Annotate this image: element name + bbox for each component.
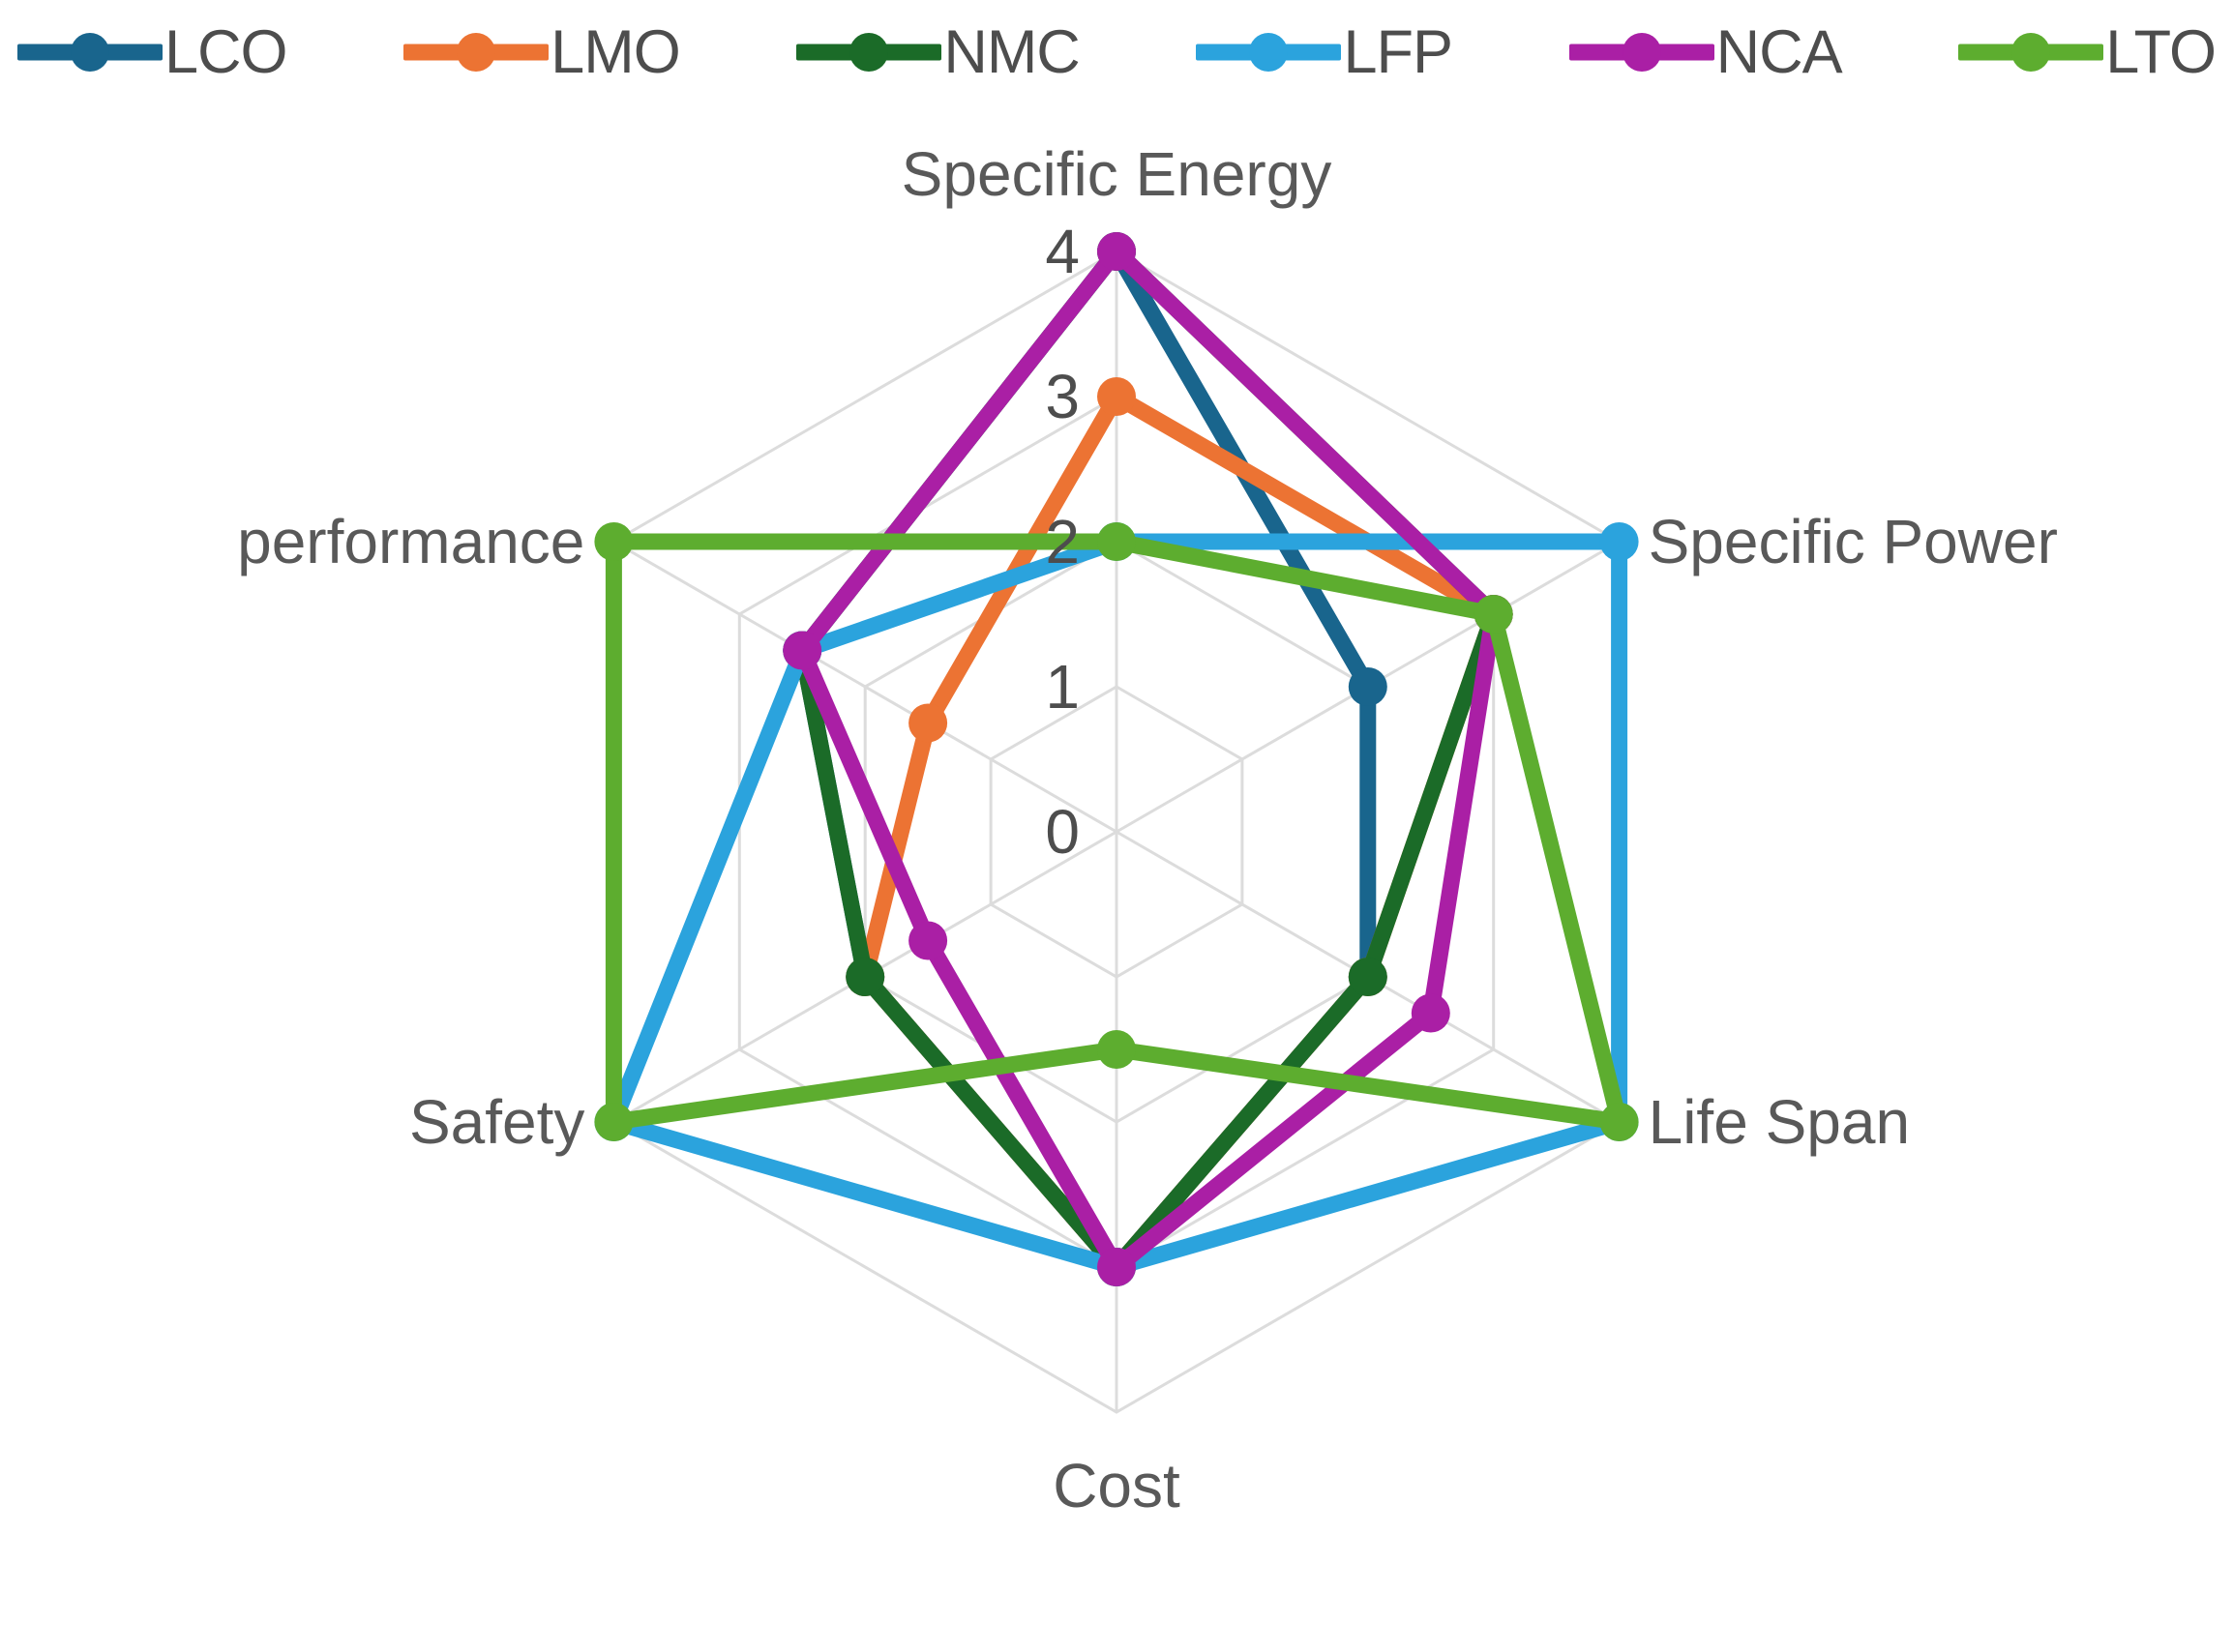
legend-label-lco: LCO [164,17,288,86]
legend-item-lfp[interactable]: LFP [1196,17,1453,86]
series-point-nmc-4 [846,958,885,996]
legend-dot-icon [457,33,496,72]
legend-item-lco[interactable]: LCO [17,17,288,86]
legend-label-lto: LTO [2105,17,2217,86]
series-point-nca-0 [1097,232,1136,271]
legend-marker-lco [17,31,163,74]
radial-tick-label-0: 0 [1045,797,1080,867]
radial-tick-label-2: 2 [1045,507,1080,576]
axis-label-specific-power: Specific Power [1649,507,2058,576]
radar-tick-labels: 0 1 2 3 4 [1045,217,1080,867]
radial-tick-label-3: 3 [1045,362,1080,431]
legend-item-lmo[interactable]: LMO [403,17,681,86]
axis-label-safety: Safety [409,1087,584,1157]
legend-label-lmo: LMO [551,17,681,86]
legend-dot-icon [1249,33,1289,72]
legend-marker-lfp [1196,31,1342,74]
series-point-nca-3 [1097,1248,1136,1286]
legend-item-lto[interactable]: LTO [1958,17,2217,86]
legend-marker-nmc [796,31,942,74]
series-point-nmc-2 [1348,958,1387,996]
series-point-lmo-0 [1097,377,1136,416]
series-line-nmc [793,243,1503,1276]
series-line-nca [793,243,1503,1276]
legend-label-lfp: LFP [1343,17,1453,86]
radar-series-layer [594,232,1639,1286]
legend-label-nca: NCA [1715,17,1843,86]
series-point-nca-4 [908,921,948,960]
legend-dot-icon [849,33,889,72]
series-point-lto-5 [594,522,634,561]
series-nca [783,232,1513,1286]
radar-spokes [612,251,1621,1412]
series-point-lfp-1 [1599,522,1639,561]
series-point-nca-2 [1411,993,1450,1033]
legend-dot-icon [2011,33,2051,72]
chart-legend: LCO LMO NMC LFP NCA LTO [0,0,2233,104]
axis-label-specific-energy: Specific Energy [902,139,1332,209]
legend-dot-icon [71,33,109,72]
radial-tick-label-1: 1 [1045,652,1080,722]
series-point-lto-0 [1097,522,1136,561]
legend-label-nmc: NMC [943,17,1080,86]
legend-marker-lto [1958,31,2104,74]
series-nmc [783,232,1513,1286]
legend-item-nca[interactable]: NCA [1568,17,1843,86]
legend-item-nmc[interactable]: NMC [796,17,1081,86]
axis-label-life-span: Life Span [1649,1087,1910,1157]
series-point-lmo-5 [908,703,948,743]
legend-marker-nca [1568,31,1714,74]
series-point-lto-2 [1599,1103,1639,1141]
axis-label-cost: Cost [1053,1451,1180,1520]
series-point-lto-4 [594,1103,634,1141]
radial-tick-label-4: 4 [1045,217,1080,286]
series-point-nca-5 [783,631,822,670]
series-point-lto-3 [1097,1030,1136,1069]
legend-marker-lmo [403,31,550,74]
series-point-lto-1 [1474,595,1513,634]
spoke-5 [612,540,1117,834]
series-lto [594,522,1639,1141]
axis-label-performance: performance [237,507,584,576]
legend-dot-icon [1622,33,1661,72]
series-point-lco-1 [1348,667,1387,706]
